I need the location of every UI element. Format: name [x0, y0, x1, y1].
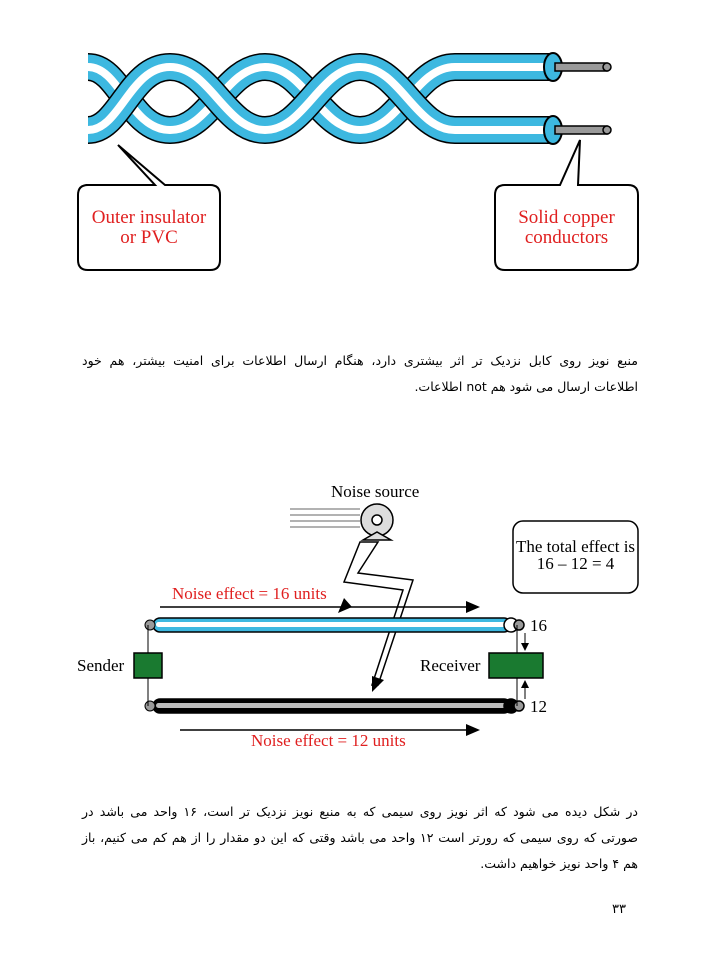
noise-effect-bottom-label: Noise effect = 12 units: [251, 731, 406, 750]
callout-right-box: [494, 139, 639, 271]
paragraph-2-line-1: در شکل دیده می شود که اثر نویز روی سیمی …: [82, 804, 639, 819]
callout-right-line1: Solid copper: [518, 207, 615, 228]
paragraph-1: منبع نویز روی کابل نزدیک تر اثر بیشتری د…: [82, 348, 638, 400]
conductor-bottom: [554, 125, 608, 135]
noise-effect-figure: [133, 503, 639, 736]
receiver-box: [488, 652, 544, 679]
total-effect-line2: 16 – 12 = 4: [536, 554, 615, 573]
noise-source-label: Noise source: [331, 482, 420, 501]
total-effect-line1: The total effect is: [515, 537, 636, 556]
total-effect-box: [512, 520, 639, 594]
value-top-label: 16: [530, 616, 547, 635]
sender-label: Sender: [77, 656, 125, 675]
twisted-pair-figure: [77, 52, 639, 271]
conductor-top: [554, 62, 608, 72]
paragraph-2: در شکل دیده می شود که اثر نویز روی سیمی …: [82, 799, 638, 877]
callout-left-box: [77, 144, 221, 271]
receiver-label: Receiver: [420, 656, 481, 675]
callout-right-label: Solid copper conductors: [497, 208, 636, 248]
callout-left-line1: Outer insulator: [91, 207, 207, 228]
value-bottom-label: 12: [530, 697, 547, 716]
sender-box: [133, 652, 163, 679]
total-effect-label: The total effect is 16 – 12 = 4: [513, 538, 638, 572]
callout-right-line2: conductors: [524, 227, 609, 248]
paragraph-1-line-2: اطلاعات ارسال می شود هم not اطلاعات.: [414, 379, 638, 394]
noise-effect-top-label: Noise effect = 16 units: [172, 584, 327, 603]
callout-left-label: Outer insulator or PVC: [80, 208, 218, 248]
paragraph-2-line-2: صورتی که روی سیمی که رورتر است ۱۲ واحد م…: [82, 830, 638, 845]
callout-left-line2: or PVC: [120, 227, 178, 248]
paragraph-1-line-1: منبع نویز روی کابل نزدیک تر اثر بیشتری د…: [82, 353, 638, 368]
page-number: ۳۳: [612, 902, 626, 917]
paragraph-2-line-3: هم ۴ واحد نویز خواهیم داشت.: [480, 856, 638, 871]
lightning-bolt-icon: [342, 541, 415, 686]
